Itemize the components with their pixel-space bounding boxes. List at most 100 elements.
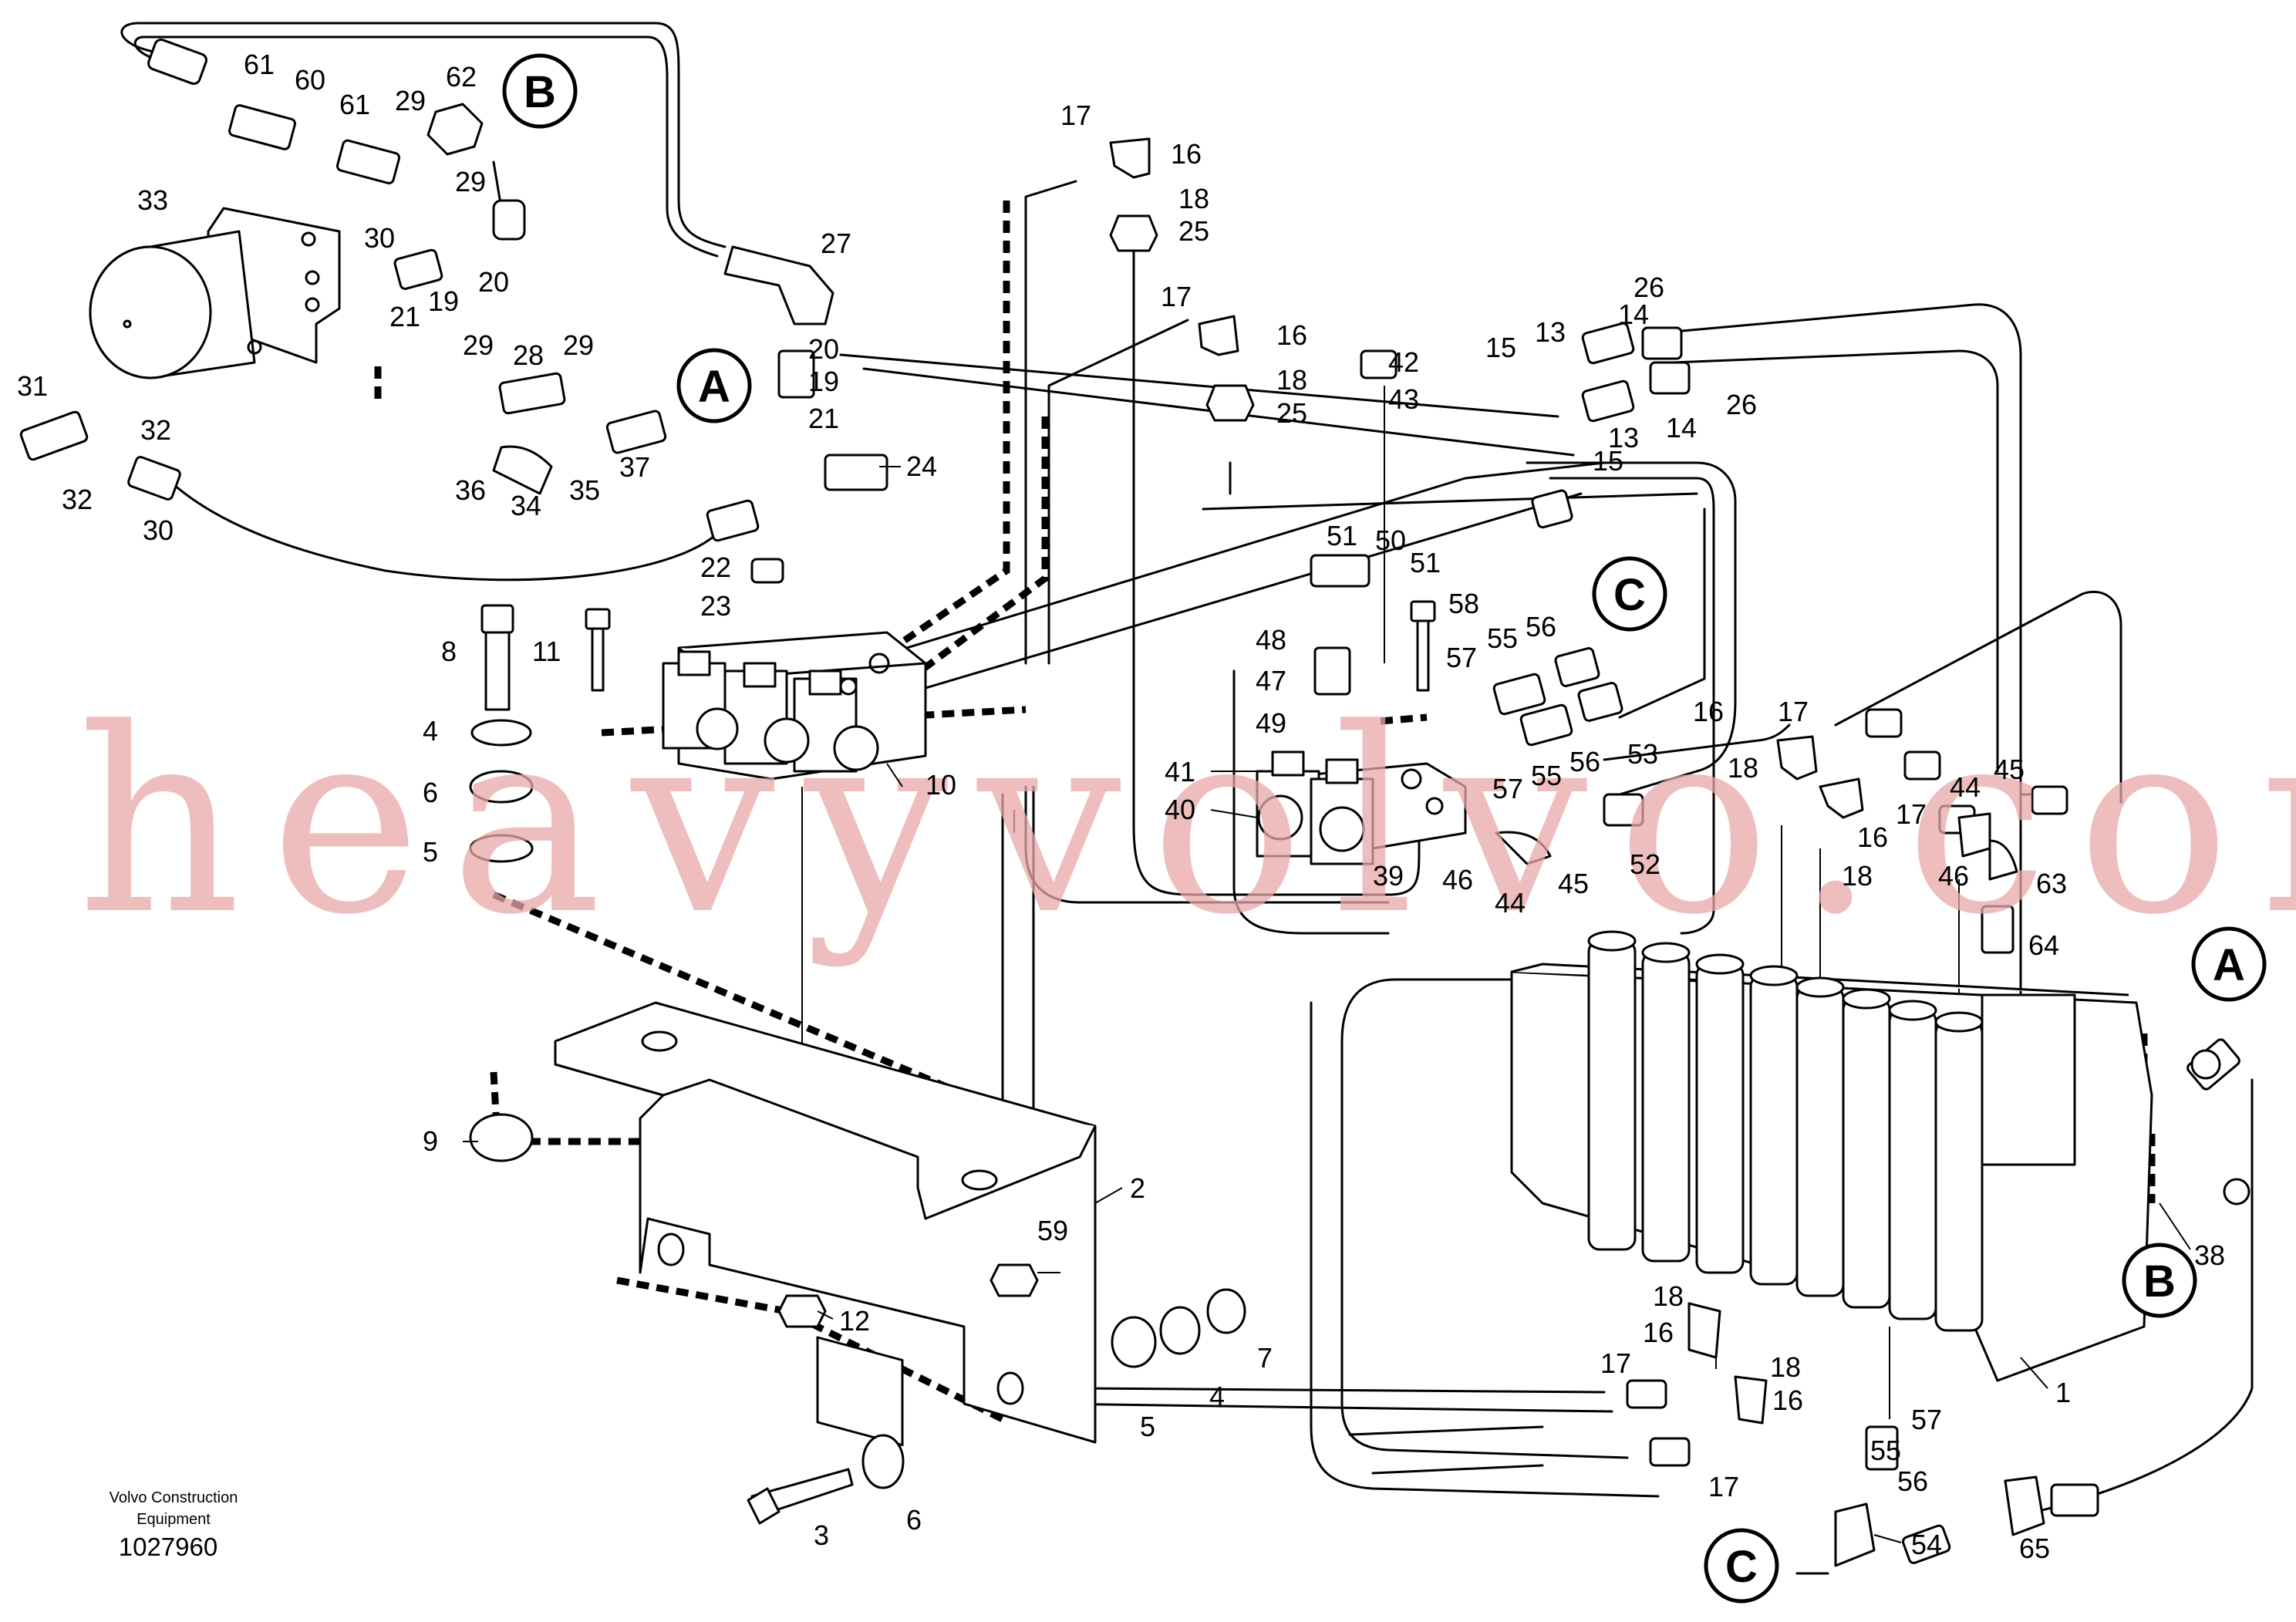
- callout-45: 45: [1558, 868, 1589, 899]
- drawing-identification: Volvo Construction Equipment 1027960: [110, 1489, 238, 1561]
- callout-65: 65: [2019, 1533, 2050, 1564]
- callout-19: 19: [808, 366, 839, 397]
- callout-28: 28: [513, 339, 544, 371]
- solenoid-block-39: [1256, 750, 1467, 865]
- callout-16: 16: [1276, 319, 1307, 351]
- callout-18: 18: [1653, 1280, 1684, 1312]
- callout-29: 29: [455, 166, 486, 197]
- callout-53: 53: [1627, 738, 1658, 770]
- callout-41: 41: [1165, 756, 1195, 787]
- callout-17: 17: [1778, 696, 1809, 727]
- callout-17: 17: [1896, 798, 1927, 830]
- callout-16: 16: [1772, 1384, 1803, 1416]
- svg-text:C: C: [1725, 1542, 1758, 1592]
- callout-12: 12: [839, 1305, 870, 1337]
- callout-2: 2: [1130, 1172, 1145, 1204]
- callout-13: 13: [1608, 422, 1639, 454]
- callout-leaders: [463, 466, 2191, 1543]
- callout-30: 30: [143, 514, 174, 546]
- callout-29: 29: [395, 85, 426, 116]
- callout-9: 9: [423, 1125, 438, 1157]
- callout-20: 20: [808, 333, 839, 365]
- callout-16: 16: [1643, 1317, 1674, 1348]
- callout-29: 29: [563, 329, 594, 361]
- callout-48: 48: [1256, 624, 1286, 656]
- callout-17: 17: [1708, 1471, 1739, 1502]
- callout-18: 18: [1770, 1351, 1801, 1383]
- callout-23: 23: [700, 590, 731, 622]
- control-valve-1: [1510, 930, 2153, 1382]
- mounting-bracket-2: [554, 1001, 1097, 1447]
- callout-6: 6: [906, 1504, 922, 1536]
- maker-line-2: Equipment: [137, 1511, 211, 1528]
- callout-21: 21: [389, 301, 420, 332]
- callout-18: 18: [1178, 183, 1209, 214]
- callout-1: 1: [2055, 1377, 2071, 1408]
- callout-52: 52: [1630, 848, 1660, 880]
- callout-31: 31: [17, 370, 48, 402]
- callout-18: 18: [1276, 364, 1307, 396]
- callout-25: 25: [1178, 215, 1209, 247]
- callout-64: 64: [2028, 929, 2059, 961]
- callout-51: 51: [1410, 547, 1441, 578]
- callout-42: 42: [1388, 346, 1419, 378]
- callout-44: 44: [1950, 771, 1981, 803]
- connector-circle-c-bottom: C: [1704, 1528, 1779, 1603]
- svg-text:C: C: [1613, 570, 1646, 620]
- callout-50: 50: [1375, 524, 1406, 556]
- callout-4: 4: [1209, 1381, 1225, 1412]
- callout-47: 47: [1256, 665, 1286, 696]
- callout-14: 14: [1666, 412, 1697, 443]
- svg-text:B: B: [2143, 1256, 2176, 1307]
- callout-29: 29: [463, 329, 494, 361]
- watermark-text: heavyvolvo.com: [77, 674, 2296, 970]
- callout-38: 38: [2194, 1239, 2225, 1271]
- callout-57: 57: [1446, 642, 1477, 673]
- connector-circle-b-top: B: [502, 53, 578, 129]
- callout-18: 18: [1842, 860, 1873, 892]
- callout-17: 17: [1060, 99, 1091, 131]
- callout-55: 55: [1487, 622, 1518, 654]
- callout-6: 6: [423, 777, 438, 808]
- svg-text:B: B: [524, 67, 556, 117]
- callout-62: 62: [446, 61, 477, 93]
- callout-13: 13: [1535, 316, 1566, 348]
- callout-61: 61: [244, 49, 275, 80]
- callout-40: 40: [1165, 794, 1195, 825]
- callout-37: 37: [619, 451, 650, 483]
- callout-56: 56: [1569, 746, 1600, 777]
- callout-55: 55: [1531, 760, 1562, 791]
- callout-56: 56: [1897, 1465, 1928, 1497]
- callout-5: 5: [1140, 1411, 1155, 1442]
- callout-17: 17: [1600, 1347, 1631, 1379]
- callout-15: 15: [1593, 445, 1623, 477]
- callout-57: 57: [1492, 773, 1523, 804]
- callout-4: 4: [423, 715, 438, 747]
- svg-text:A: A: [698, 362, 730, 412]
- fittings: [19, 38, 2250, 1567]
- callout-34: 34: [511, 490, 541, 521]
- callout-20: 20: [478, 266, 509, 298]
- accumulator-33: [89, 207, 341, 379]
- callout-44: 44: [1495, 887, 1526, 919]
- part-callouts: 61 60 61 29 62 29 30 33 20 19 21 29 28 2…: [17, 49, 2225, 1564]
- callout-21: 21: [808, 403, 839, 434]
- callout-11: 11: [532, 636, 561, 667]
- callout-30: 30: [364, 222, 395, 254]
- callout-26: 26: [1633, 271, 1664, 303]
- callout-26: 26: [1726, 389, 1757, 420]
- connector-circle-c-center: C: [1592, 556, 1667, 632]
- callout-45: 45: [1994, 754, 2025, 785]
- callout-39: 39: [1373, 860, 1404, 892]
- svg-text:A: A: [2213, 940, 2245, 990]
- callout-55: 55: [1870, 1435, 1901, 1466]
- connector-circle-b-right: B: [2122, 1243, 2197, 1318]
- callout-10: 10: [925, 769, 956, 801]
- connector-circle-a-right: A: [2191, 926, 2267, 1002]
- callout-16: 16: [1171, 138, 1202, 170]
- callout-43: 43: [1388, 383, 1419, 415]
- callout-61: 61: [339, 89, 370, 120]
- callout-51: 51: [1327, 520, 1357, 551]
- callout-15: 15: [1485, 332, 1516, 363]
